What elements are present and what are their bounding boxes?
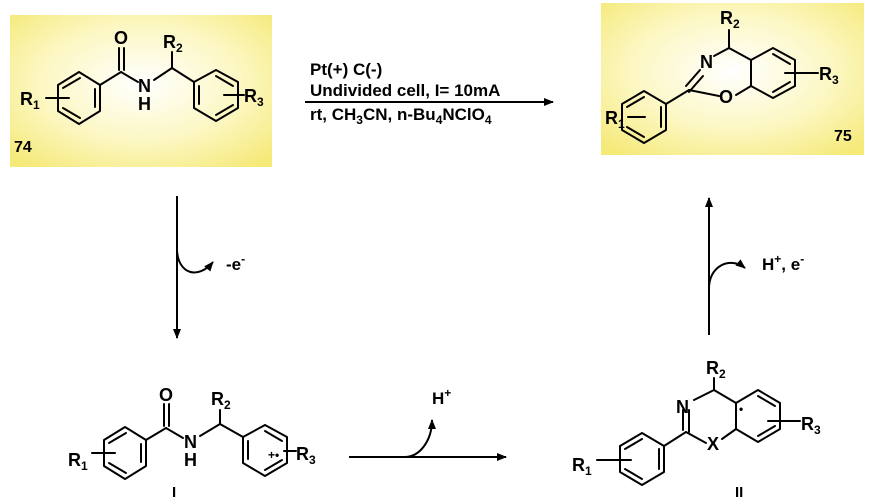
compound-number-75: 75 xyxy=(834,128,852,145)
oxidation-step: -e- xyxy=(173,196,245,339)
r3-label: R3 xyxy=(819,64,839,87)
electron-loss-label: -e- xyxy=(226,252,245,274)
r1-label: R1 xyxy=(20,89,40,112)
r2-label: R2 xyxy=(706,358,726,381)
amide-nitrogen: N xyxy=(138,76,151,96)
cyclization-step: H+ xyxy=(349,386,507,461)
conditions-line-2: Undivided cell, I= 10mA xyxy=(310,81,500,100)
carbonyl-oxygen: O xyxy=(114,28,128,48)
r2-label: R2 xyxy=(720,8,740,31)
carbonyl-oxygen: O xyxy=(159,385,173,405)
r3-label: R3 xyxy=(244,86,264,109)
final-step: H+, e- xyxy=(705,197,804,335)
benzene-ring xyxy=(619,432,665,486)
compound-number-74: 74 xyxy=(14,139,32,156)
ring-nitrogen: N xyxy=(676,397,689,417)
compound-75: N R2 O R3 R1 75 xyxy=(601,3,864,155)
r2-label: R2 xyxy=(163,32,183,55)
intermediate-label-I: I xyxy=(172,484,176,500)
ring-heteroatom-x: X xyxy=(707,434,719,454)
conditions-line-3: rt, CH3CN, n-Bu4NClO4 xyxy=(310,105,492,127)
highlight-box-74 xyxy=(10,15,272,167)
proton-electron-loss-label: H+, e- xyxy=(762,252,804,274)
intermediate-I: R1 O N H R2 +• R3 I xyxy=(68,385,316,500)
compound-74: R1 O N H R2 R3 74 xyxy=(10,15,272,167)
benzene-ring xyxy=(621,90,667,144)
radical-cation-mark: +• xyxy=(268,448,279,462)
cyclohexadienyl-ring xyxy=(735,389,781,443)
amide-nitrogen: N xyxy=(184,432,197,452)
proton-loss-label: H+ xyxy=(432,386,451,408)
benzene-ring xyxy=(193,69,239,122)
intermediate-label-II: II xyxy=(735,484,743,500)
ring-oxygen: O xyxy=(719,87,733,107)
r3-label: R3 xyxy=(296,444,316,467)
r2-label: R2 xyxy=(211,389,231,412)
main-reaction-arrow: Pt(+) C(-) Undivided cell, I= 10mA rt, C… xyxy=(305,60,554,127)
amide-hydrogen: H xyxy=(184,450,197,470)
amide-hydrogen: H xyxy=(138,94,151,114)
conditions-line-1: Pt(+) C(-) xyxy=(310,60,382,79)
benzene-ring xyxy=(242,424,288,477)
r3-label: R3 xyxy=(801,414,821,437)
r1-label: R1 xyxy=(572,455,592,478)
r1-label: R1 xyxy=(68,450,88,473)
ring-nitrogen: N xyxy=(700,52,713,72)
radical-dot: • xyxy=(739,402,743,416)
intermediate-II: N R2 • R3 X R1 II xyxy=(572,358,821,500)
highlight-box-75 xyxy=(601,3,864,155)
r1-label: R1 xyxy=(605,108,625,131)
